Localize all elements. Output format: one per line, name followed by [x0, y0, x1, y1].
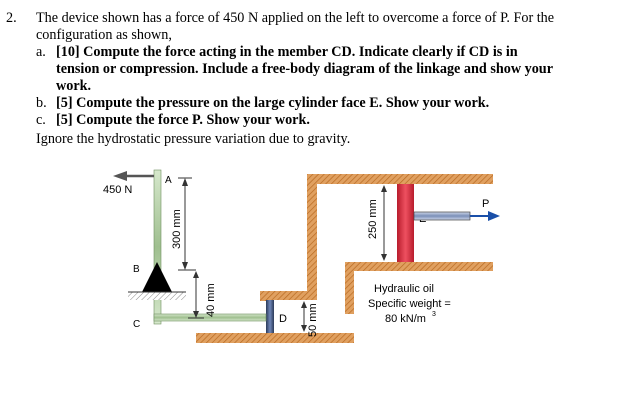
part-a-label: a. [36, 44, 46, 60]
big-cylinder-top-wall [307, 174, 493, 184]
label-a: A [165, 175, 172, 186]
label-p: P [482, 198, 489, 210]
oil-line-3-sup: 3 [432, 311, 436, 318]
dim-300-label: 300 mm [171, 209, 183, 249]
problem-text: 2. The device shown has a force of 450 N… [6, 10, 614, 148]
big-cylinder-left-wall [307, 174, 317, 300]
dim-40-arrow-top [193, 271, 199, 278]
part-c-line-1: [5] Compute the force P. Show your work. [56, 112, 310, 128]
large-piston-body [397, 184, 414, 262]
dim-300mm: 300 mm [171, 177, 196, 271]
part-c: c. [5] Compute the force P. Show your wo… [36, 112, 614, 129]
intro-line-1: The device shown has a force of 450 N ap… [36, 10, 555, 26]
intro-line-2: configuration as shown, [36, 27, 172, 43]
dim-50-arrow-top [301, 301, 307, 308]
dim-50mm: 50 mm [301, 301, 319, 337]
oil-note: Hydraulic oil Specific weight = 80 kN/m … [368, 283, 451, 325]
cylinder-walls [196, 174, 493, 343]
lever-ac [153, 169, 267, 325]
big-cylinder-bottom-ledge [345, 262, 493, 271]
lever-bar [153, 169, 162, 325]
small-piston-d: D [266, 300, 287, 333]
small-cylinder-bottom-wall [196, 333, 354, 343]
part-b-label: b. [36, 95, 47, 111]
dim-40-arrow-bottom [193, 311, 199, 318]
dim-300-arrow-bottom [182, 262, 188, 270]
part-a-line-1: [10] Compute the force acting in the mem… [56, 44, 518, 60]
pivot-ground-strip [128, 292, 186, 300]
part-b-line-1: [5] Compute the pressure on the large cy… [56, 95, 490, 111]
part-b: b. [5] Compute the pressure on the large… [36, 95, 614, 112]
small-piston-body [266, 300, 274, 333]
dim-250-arrow-bottom [381, 254, 387, 261]
part-a-line-2: tension or compression. Include a free-b… [56, 61, 553, 77]
output-rod: P [413, 198, 500, 221]
label-d: D [279, 313, 287, 325]
small-cylinder-top-wall [260, 291, 317, 300]
oil-line-3: 80 kN/m [385, 313, 426, 325]
dim-250-arrow-top [381, 185, 387, 192]
output-rod-body [413, 211, 471, 221]
force-450n-arrowhead [113, 171, 127, 181]
dim-50-label: 50 mm [307, 303, 319, 337]
pivot-b: B C [128, 262, 186, 330]
part-c-label: c. [36, 112, 46, 128]
part-a-line-3: work. [56, 78, 92, 94]
dim-250mm: 250 mm [367, 185, 387, 261]
link-cd [153, 313, 267, 322]
large-piston-e: E [397, 184, 426, 262]
pivot-triangle [142, 262, 172, 292]
force-p-arrowhead [488, 211, 500, 221]
part-a: a. [10] Compute the force acting in the … [36, 44, 614, 95]
label-c: C [133, 319, 140, 330]
dim-40-label: 40 mm [205, 283, 217, 317]
small-cylinder-step [260, 291, 270, 301]
big-cylinder-inner-wall [345, 262, 354, 314]
label-450n: 450 N [103, 184, 132, 196]
problem-intro: 2. The device shown has a force of 450 N… [6, 10, 614, 44]
problem-number: 2. [6, 10, 17, 26]
oil-line-1: Hydraulic oil [374, 283, 434, 295]
problem-note: Ignore the hydrostatic pressure variatio… [36, 131, 351, 147]
oil-line-2: Specific weight = [368, 298, 451, 310]
dim-250-label: 250 mm [367, 199, 379, 239]
dim-40mm: 40 mm [188, 271, 217, 319]
label-b: B [133, 264, 140, 275]
dim-300-arrow-top [182, 178, 188, 186]
force-450n: 450 N A [103, 171, 172, 196]
dim-50-arrow-bottom [301, 325, 307, 332]
